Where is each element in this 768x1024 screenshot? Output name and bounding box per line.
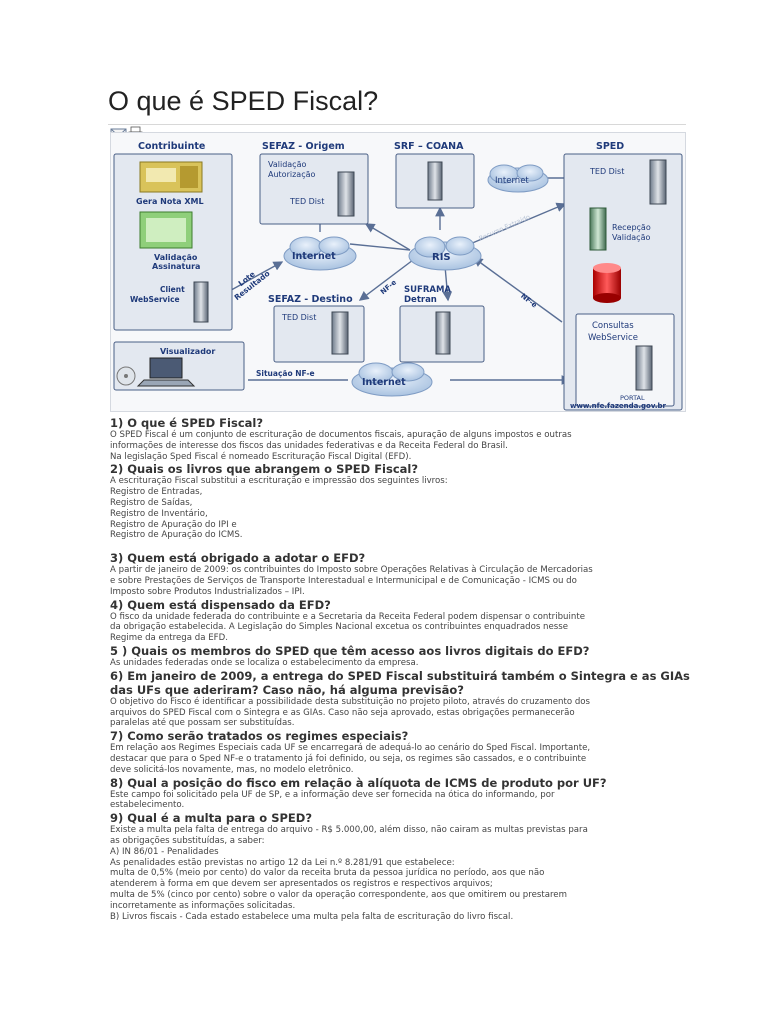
faq-question: 3) Quem está obrigado a adotar o EFD? [110,551,366,566]
server-icon [635,345,653,391]
server-icon [649,159,667,205]
faq-answer-line: da obrigação estabelecida. A Legislação … [110,622,569,633]
server-icon [337,171,355,217]
faq-question: 4) Quem está dispensado da EFD? [110,597,331,612]
label-ted-dist-origem: TED Dist [289,197,324,206]
label-client-ws-2: WebService [130,295,180,304]
faq-question: 7) Como serão tratados os regimes especi… [110,729,409,744]
label-ted-dist-sped: TED Dist [589,167,624,176]
faq-answer-line: Regime da entrega da EFD. [110,633,228,644]
validacao-assinatura-image [139,211,193,249]
label-validacao-autorizacao-2: Autorização [268,170,315,179]
faq-answer-line: informações de interesse dos fiscos das … [110,440,508,451]
faq-answer-line: deve solicitá-los novamente, mas, no mod… [110,764,354,775]
faq-question: 2) Quais os livros que abrangem o SPED F… [110,462,419,477]
label-ris: RIS [432,252,451,263]
faq-answer-line: Registro de Apuração do IPI e [110,519,237,530]
gera-nota-image [139,161,203,193]
label-validacao-autorizacao-1: Validação [268,160,306,169]
server-icon [435,311,451,355]
faq-answer-line: Existe a multa pela falta de entrega do … [110,825,588,836]
server-icon [589,207,607,251]
faq-answer-line: A escrituração Fiscal substitui a escrit… [110,476,448,487]
server-icon [331,311,349,355]
label-internet-middle: Internet [292,251,336,262]
label-consultas: Consultas [592,321,634,331]
label-gera-nota: Gera Nota XML [136,197,204,206]
faq-answer-line: Registro de Inventário, [110,508,208,519]
label-internet-bottom: Internet [362,377,406,388]
label-sped: SPED [596,141,624,152]
laptop-icon [116,357,196,387]
server-icon [193,281,209,323]
page-title: O que é SPED Fiscal? [108,86,379,116]
label-situacao-nfe: Situação NF-e [256,369,315,378]
faq-answer-line: Na legislação Sped Fiscal é nomeado Escr… [110,451,412,462]
faq-answer-line: O fisco da unidade federada do contribui… [110,611,585,622]
faq-answer-line: Imposto sobre Produtos Industrializados … [110,586,305,597]
label-portal: PORTAL [620,394,645,402]
label-suframa: SUFRAMA [404,285,451,295]
label-visualizador: Visualizador [160,347,215,356]
label-sefaz-origem: SEFAZ - Origem [262,141,345,152]
faq-answer-line: Este campo foi solicitado pela UF de SP,… [110,789,555,800]
faq-answer-line: destacar que para o Sped NF-e o tratamen… [110,753,587,764]
internet-cloud-middle [283,236,357,271]
faq-answer-line: multa de 0,5% (meio por cento) do valor … [110,868,545,879]
faq-answer-line: Registro de Saídas, [110,497,193,508]
label-validacao-sped: Validação [612,233,650,242]
faq-answer-line: O SPED Fiscal é um conjunto de escritura… [110,430,572,440]
label-client-ws-1: Client [160,285,185,294]
faq-answer-line: as obrigações substituídas, a saber: [110,835,265,846]
label-detran: Detran [404,295,437,305]
faq-question: 1) O que é SPED Fiscal? [110,416,264,430]
database-icon [593,263,621,303]
internet-cloud-bottom [351,362,433,397]
faq-answer-line: A partir de janeiro de 2009: os contribu… [110,565,593,576]
label-srf-coana: SRF – COANA [394,141,464,152]
faq-answer-line: multa de 5% (cinco por cento) sobre o va… [110,889,567,900]
faq-question: 8) Qual a posição do fisco em relação à … [110,775,607,790]
faq-answer-line: e sobre Prestações de Serviços de Transp… [110,575,577,586]
label-ted-dist-destino: TED Dist [281,313,316,322]
label-validacao-assinatura-2: Assinatura [152,262,200,271]
faq-answer-line: As unidades federadas onde se localiza o… [110,657,419,668]
faq-answer-line: O objetivo do Fisco é identificar a poss… [110,696,591,707]
faq-answer-line: estabelecimento. [110,800,185,811]
faq-answer-line: As penalidades estão previstas no artigo… [110,857,455,868]
faq-section: 1) O que é SPED Fiscal? O SPED Fiscal é … [110,416,690,922]
label-recepcao: Recepção [612,223,651,232]
faq-answer-line: A) IN 86/01 - Penalidades [110,846,219,857]
ris-cloud [408,236,482,271]
connectors [223,177,608,385]
faq-question: 9) Qual é a multa para o SPED? [110,811,312,826]
internet-cloud-top [487,164,549,193]
faq-answer-line: incorretamente as informações solicitada… [110,900,296,911]
faq-question: 6) Em janeiro de 2009, a entrega do SPED… [110,668,690,697]
faq-answer-line: paralelas até que possam ser substituída… [110,718,295,729]
faq-answer-line: B) Livros fiscais - Cada estado estabele… [110,911,514,922]
label-portal-url: www.nfe.fazenda.gov.br [570,402,666,410]
label-sefaz-destino: SEFAZ - Destino [268,294,353,305]
label-internet-top: Internet [495,176,529,186]
faq-answer-line: Em relação aos Regimes Especiais cada UF… [110,743,591,754]
title-divider [108,124,686,125]
sped-architecture-diagram: Contribuinte Gera Nota XML Validação Ass… [110,132,686,412]
server-icon [427,161,443,201]
label-contribuinte: Contribuinte [138,141,205,152]
faq-answer-line: atenderem à forma em que devem ser apres… [110,879,493,890]
faq-answer-line: Registro de Entradas, [110,487,203,498]
label-validacao-assinatura-1: Validação [154,253,198,262]
faq-question: 5 ) Quais os membros do SPED que têm ace… [110,643,590,658]
faq-answer-line: Registro de Apuração do ICMS. [110,530,243,541]
faq-answer-line: arquivos do SPED Fiscal com o Sintegra e… [110,707,575,718]
label-consultas-ws: WebService [588,333,638,343]
